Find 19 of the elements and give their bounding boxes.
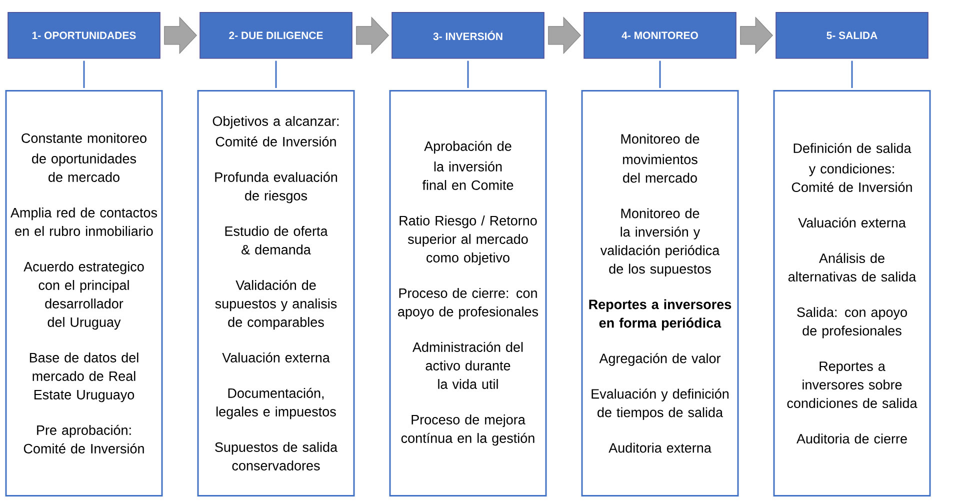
- stage-header: 3- INVERSIÓN: [392, 12, 544, 59]
- stage-header: 2- DUE DILIGENCE: [200, 12, 352, 59]
- stage-header: 5- SALIDA: [776, 12, 928, 59]
- connector-line: [83, 60, 85, 88]
- activity-list-box: Definición de salida y condiciones: Comité de Inversión Valuación externa Análisis de alternativas de salida Salida: con apoyo de profesionales Reportes a inversores sobre condiciones de salida Auditoria de cierre: [773, 90, 931, 496]
- connector-line: [275, 60, 277, 88]
- activity-list-box: Monitoreo de movimientos del mercado Monitoreo de la inversión y validación periódica de los supuestos Reportes a inversores en forma periódica Agregación de valor Evaluación y definición de tiempos de salida Auditoria externa: [581, 90, 739, 496]
- connector-line: [467, 60, 469, 88]
- connector-line: [851, 60, 853, 88]
- block-arrow: [740, 16, 774, 54]
- block-arrow: [164, 16, 198, 54]
- activity-list-box: Objetivos a alcanzar: Comité de Inversión Profunda evaluación de riesgos Estudio de oferta & demanda Validación de supuestos y analisis de comparables Valuación externa Documentación, legales e impuestos Supuestos de salida conservadores: [197, 90, 355, 496]
- block-arrow: [548, 16, 582, 54]
- activity-list-box: Aprobación de la inversión final en Comite Ratio Riesgo / Retorno superior al mercado como objetivo Proceso de cierre: con apoyo de profesionales Administración del activo durante la vida util Proceso de mejora contínua en la gestión: [389, 90, 547, 496]
- block-arrow: [356, 16, 390, 54]
- activity-list-box: Constante monitoreo de oportunidades de mercado Amplia red de contactos en el rubro inmobiliario Acuerdo estrategico con el principal desarrollador del Uruguay Base de datos del mercado de Real Estate Uruguayo Pre aprobación: Comité de Inversión: [5, 90, 163, 496]
- stage-header: 1- OPORTUNIDADES: [8, 12, 160, 59]
- stage-header: 4- MONITOREO: [584, 12, 736, 59]
- connector-line: [659, 60, 661, 88]
